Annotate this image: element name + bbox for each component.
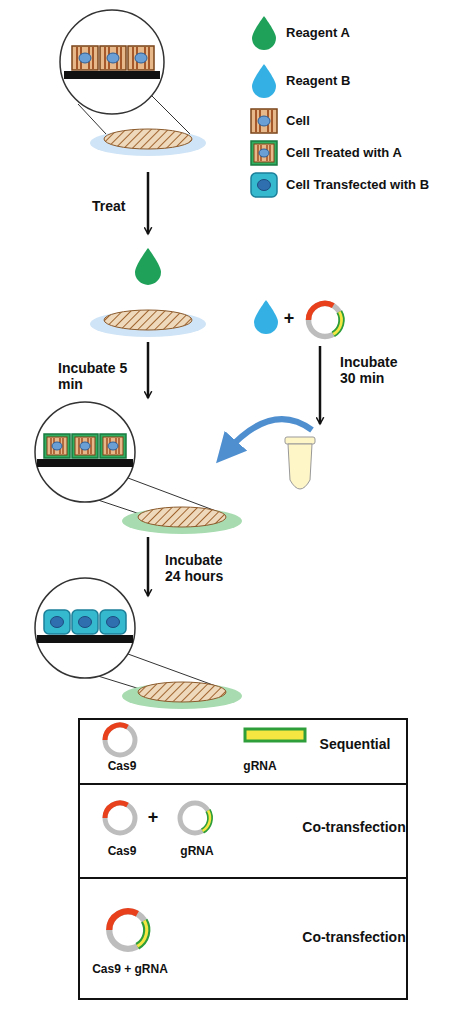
cell-icon [72,610,98,634]
legend-cell-icon [251,141,277,165]
flow-arrow [147,172,150,234]
zoom-line [152,96,190,134]
table-row: Cas9 + gRNA Co-transfection [78,783,408,879]
row-text: Cas9 [102,760,142,774]
row-text: Co-transfection [298,929,410,945]
row-text: Sequential [302,736,408,752]
drop-shape [252,16,276,50]
grna-bar [245,729,305,741]
row-text: + [145,807,161,828]
magnifier-circle [35,578,135,678]
plasmid-icon [105,725,135,755]
legend-label: Reagent A [286,26,350,41]
row-text: gRNA [177,845,217,859]
cell-icon [100,434,126,458]
legend-label: Cell [286,114,310,129]
culture-dish [104,310,192,330]
step-label: Incubate 24 hours [165,552,240,584]
reagent-b-drop [254,300,278,334]
culture-dish [104,129,192,149]
dish-shadow [90,311,206,337]
zoom-line [98,676,140,689]
legend-label: Reagent B [286,74,350,89]
cell-icon [100,46,126,70]
legend-cell-icon [251,173,277,197]
row-text: Cas9 + gRNA [80,963,180,977]
magnifier-circle [60,10,164,114]
flow-arrow [147,342,150,398]
cell-icon [128,46,154,70]
substrate-slab [37,635,133,643]
legend-label: Cell Transfected with B [286,178,429,193]
row-text: Cas9 [102,845,142,859]
row-text: Co-transfection [298,819,410,835]
substrate-slab [64,71,160,79]
dish-shadow [90,130,206,156]
plasmid-icon [180,803,210,833]
culture-dish [138,507,226,527]
dish-shadow [122,683,242,709]
dish-shadow [122,508,242,534]
zoom-line [98,500,140,514]
cell-icon [72,434,98,458]
step-label: Incubate 30 min [340,354,412,386]
substrate-slab [37,459,133,467]
plasmid-icon [309,303,342,336]
flow-arrow [147,537,150,596]
step-label: Incubate 5 min [58,360,130,392]
flow-arrow [319,346,322,424]
step-label: Treat [92,198,142,214]
cell-icon [44,610,70,634]
cell-icon [44,434,70,458]
table-row: Cas9 + gRNA Co-transfection [78,877,408,1000]
cell-icon [72,46,98,70]
row-text: gRNA [235,760,285,774]
plasmid-icon [109,911,147,949]
legend-swatch [252,64,276,98]
tube-lid [285,437,315,444]
plasmid-icon [105,803,135,833]
drop-shape [252,64,276,98]
transfer-arrow [226,419,312,452]
magnifier-circle [35,402,135,502]
cell-icon [100,610,126,634]
legend-label: Cell Treated with A [286,146,402,161]
legend-swatch [252,16,276,50]
culture-dish [138,682,226,702]
reagent-a-drop [135,248,161,285]
reaction-tube [288,444,312,489]
step-label: + [280,308,298,329]
table-row: Cas9 gRNA Sequential [78,718,408,785]
legend-cell-icon [251,109,277,133]
